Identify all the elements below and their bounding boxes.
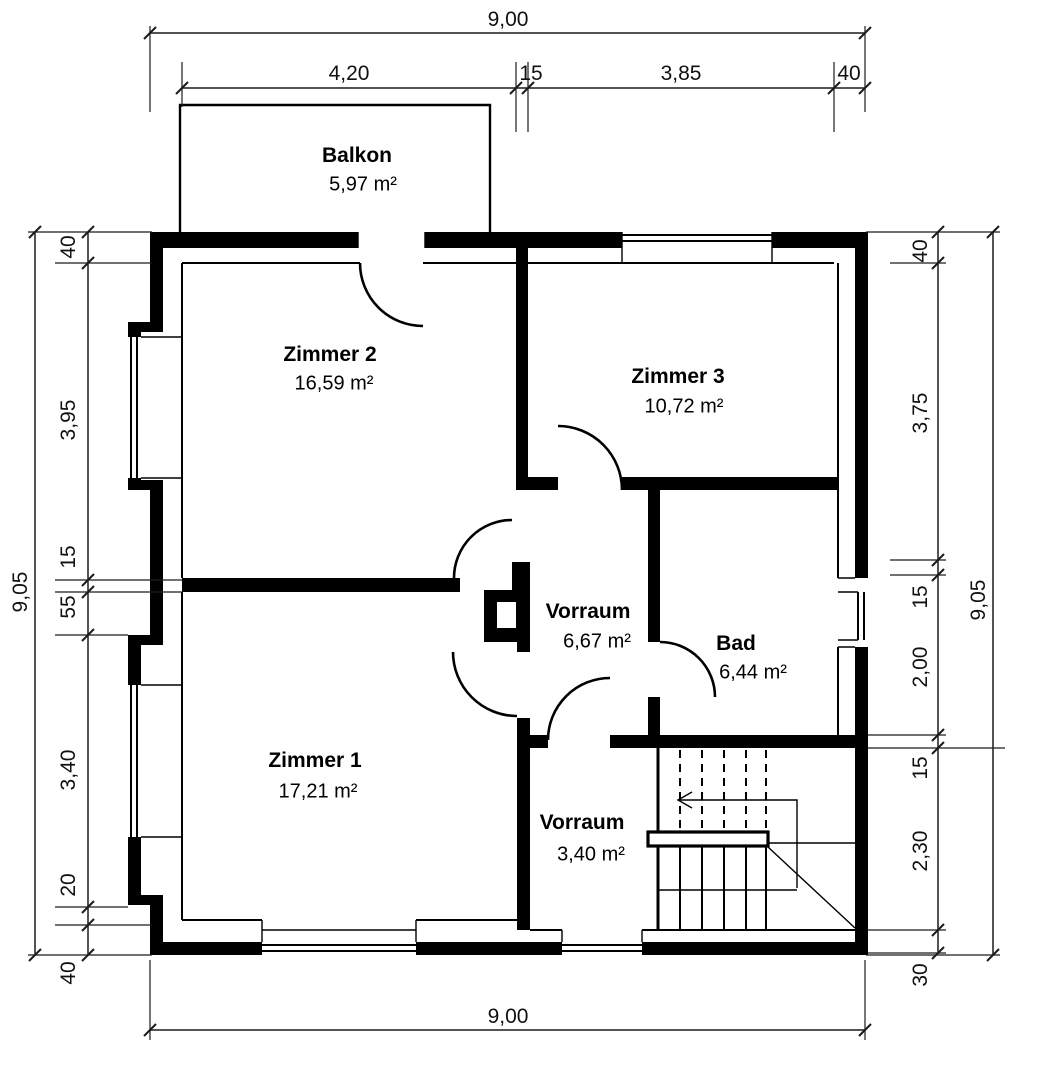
door-arcs xyxy=(358,262,717,741)
dim-right-overall: 9,05 xyxy=(967,579,990,621)
dim-top-overall: 9,00 xyxy=(487,8,529,31)
dim-bottom-overall: 9,00 xyxy=(487,1005,529,1028)
room-area-zimmer3: 10,72 m² xyxy=(644,395,724,418)
dimension-lines xyxy=(34,32,994,1031)
dim-right-chain-4: 15 xyxy=(909,756,932,780)
balcony-outline xyxy=(178,103,492,232)
room-area-vorraum-og: 6,67 m² xyxy=(563,630,631,653)
room-label-vorraum-og: Vorraum xyxy=(545,600,631,623)
dimension-ticks xyxy=(28,26,1000,1037)
interior-walls xyxy=(182,248,868,930)
room-label-zimmer1: Zimmer 1 xyxy=(268,749,362,772)
extension-lines xyxy=(28,26,1005,1040)
room-area-bad: 6,44 m² xyxy=(719,661,787,684)
door-arc-zimmer1 xyxy=(451,651,518,718)
room-area-zimmer1: 17,21 m² xyxy=(278,780,358,803)
room-area-vorraum-eg: 3,40 m² xyxy=(557,843,625,866)
windows xyxy=(130,232,865,952)
stair-direction-arrow xyxy=(676,791,798,888)
dim-right-chain-3: 2,00 xyxy=(909,646,932,688)
dim-top-chain-3: 40 xyxy=(837,62,861,85)
wall-inner-faces xyxy=(181,262,855,931)
dim-right-chain-5: 2,30 xyxy=(909,830,932,872)
dim-left-chain-1: 3,95 xyxy=(57,399,80,441)
dim-right-chain-6: 30 xyxy=(909,963,932,987)
dim-left-chain-5: 20 xyxy=(57,873,80,897)
door-arc-zimmer3 xyxy=(557,424,624,491)
door-arc-bad xyxy=(659,640,717,698)
door-arc-zimmer2 xyxy=(452,518,513,579)
dim-left-chain-0: 40 xyxy=(57,235,80,259)
room-label-zimmer2: Zimmer 2 xyxy=(283,343,377,366)
room-label-vorraum-eg: Vorraum xyxy=(539,811,625,834)
room-label-bad: Bad xyxy=(716,632,756,655)
dim-right-chain-0: 40 xyxy=(909,239,932,263)
room-label-zimmer3: Zimmer 3 xyxy=(631,365,725,388)
dim-top-chain-0: 4,20 xyxy=(328,62,370,85)
room-area-zimmer2: 16,59 m² xyxy=(294,372,374,395)
dim-right-chain-2: 15 xyxy=(909,585,932,609)
outer-walls xyxy=(128,232,868,955)
dim-left-chain-6: 40 xyxy=(57,961,80,985)
dim-left-chain-4: 3,40 xyxy=(57,749,80,791)
shaft-opening xyxy=(497,602,516,628)
door-arc-vorraum-eg xyxy=(546,676,611,741)
stairs xyxy=(646,750,856,930)
stair-handrail xyxy=(646,830,770,848)
door-arc-balkon xyxy=(358,262,424,328)
room-label-balkon: Balkon xyxy=(321,144,393,167)
dim-left-chain-3: 55 xyxy=(57,595,80,619)
dim-top-chain-1: 15 xyxy=(519,62,543,85)
dim-left-overall: 9,05 xyxy=(9,571,32,613)
dim-left-chain-2: 15 xyxy=(57,545,80,569)
dim-right-chain-1: 3,75 xyxy=(909,392,932,434)
dim-top-chain-2: 3,85 xyxy=(660,62,702,85)
room-area-balkon: 5,97 m² xyxy=(329,173,397,196)
